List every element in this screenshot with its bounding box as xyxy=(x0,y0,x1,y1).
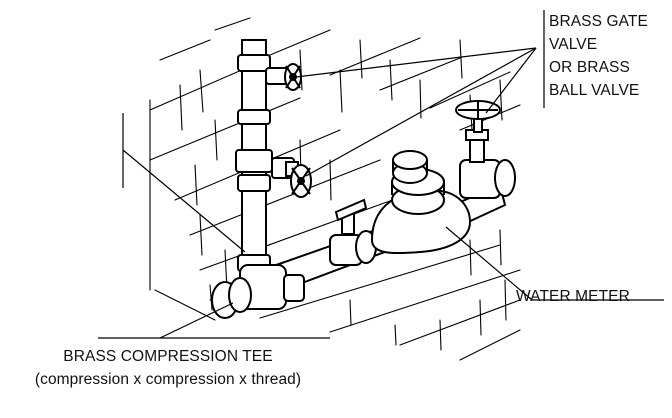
gate-valve-label: BRASS GATE VALVE OR BRASS BALL VALVE xyxy=(549,12,648,104)
gate-valve-label-line-2: VALVE xyxy=(549,36,598,53)
gate-valve-label-line-4: BALL VALVE xyxy=(549,82,640,99)
upper-gate-valve xyxy=(265,63,302,91)
water-meter-label: WATER METER xyxy=(516,288,630,305)
lower-gate-valve xyxy=(271,157,312,198)
gate-valve-label-line-1: BRASS GATE xyxy=(549,13,648,30)
compression-tee-subtitle: (compression x compression x thread) xyxy=(34,371,302,388)
compression-tee-title: BRASS COMPRESSION TEE xyxy=(63,348,273,365)
compression-tee xyxy=(211,264,305,319)
leader-lines xyxy=(98,10,664,339)
vertical-pipe xyxy=(235,39,273,272)
right-gate-valve xyxy=(455,100,516,199)
gate-valve-label-line-3: OR BRASS xyxy=(549,59,630,76)
compression-tee-label: BRASS COMPRESSION TEE (compression x com… xyxy=(0,347,336,393)
ball-valve xyxy=(329,198,377,266)
water-meter-body xyxy=(370,150,472,255)
